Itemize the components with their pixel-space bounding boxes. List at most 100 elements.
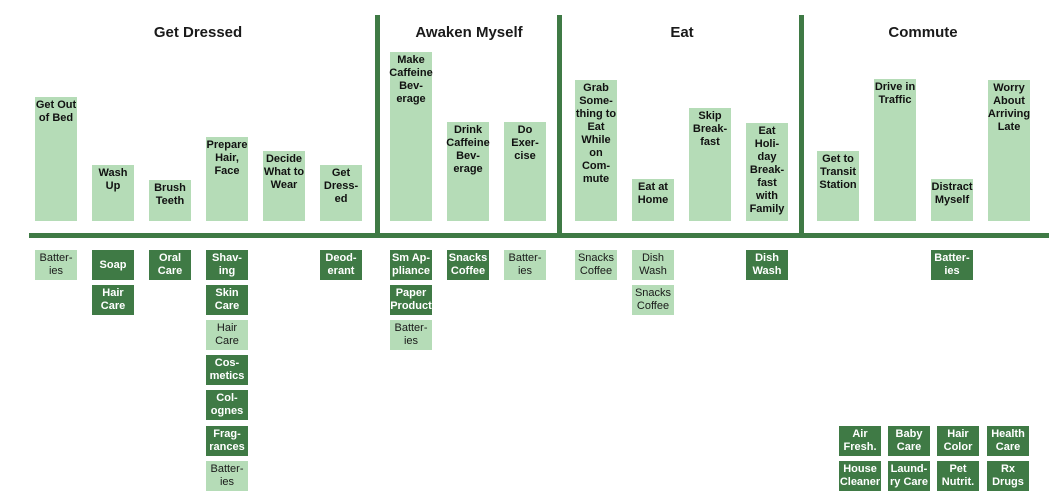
label-line: Distract (931, 181, 973, 193)
label-line: Teeth (155, 195, 185, 207)
label-line: Batter- (934, 252, 970, 264)
label-line: ies (48, 265, 64, 277)
timeline-bar (29, 233, 1049, 238)
phase-divider (375, 15, 380, 235)
label-line: Fresh. (843, 441, 877, 453)
label-line: Prepare (206, 139, 248, 151)
label-line: Eat (758, 125, 776, 137)
label-line: Some- (579, 95, 613, 107)
label-line: Wash (639, 265, 667, 277)
label-line: Dish (755, 252, 779, 264)
label-line: Sm Ap- (391, 252, 431, 264)
category-tile: Shav-ing (206, 250, 248, 280)
label-line: Batter- (508, 252, 542, 264)
label-line: Wash (98, 167, 128, 179)
phase-title: Get Dressed (153, 24, 243, 41)
label-line: rances (209, 441, 245, 453)
label-line: Batter- (210, 463, 244, 475)
category-tile: Batter-ies (206, 461, 248, 491)
label-line: Worry (993, 82, 1025, 94)
label-line: Cos- (214, 357, 240, 369)
category-tile: Col-ognes (206, 390, 248, 420)
label-line: Snacks (448, 252, 488, 264)
label-line: Wear (270, 179, 298, 191)
phase-divider (557, 15, 562, 235)
label-line: Cleaner (839, 476, 881, 488)
label-line: erage (396, 93, 426, 105)
label-line: Care (214, 300, 240, 312)
label-line: Caffeine (389, 67, 433, 79)
phase-divider (799, 15, 804, 235)
label-line: Eat at (638, 181, 668, 193)
category-tile: Laund-ry Care (888, 461, 930, 491)
label-line: Care (157, 265, 183, 277)
label-line: Myself (934, 194, 970, 206)
label-line: fast (757, 177, 777, 189)
category-tile: Batter-ies (35, 250, 77, 280)
label-line: Holi- (754, 138, 780, 150)
label-line: While (581, 134, 611, 146)
label-line: About (993, 95, 1025, 107)
label-line: Batter- (394, 322, 428, 334)
phase-title: Awaken Myself (415, 24, 523, 41)
label-line: Up (105, 180, 121, 192)
phase-title: Commute (888, 24, 958, 41)
label-line: Com- (581, 160, 611, 172)
label-line: What to (263, 166, 305, 178)
label-line: ies (944, 265, 960, 277)
label-line: Dress- (323, 180, 359, 192)
label-line: Deod- (325, 252, 357, 264)
label-line: Paper (395, 287, 427, 299)
category-tile: Batter-ies (931, 250, 973, 280)
label-line: metics (209, 370, 245, 382)
label-line: Air (852, 428, 868, 440)
label-line: Grab (583, 82, 609, 94)
label-line: ies (219, 476, 235, 488)
label-line: Coffee (579, 265, 613, 277)
label-line: Skin (215, 287, 239, 299)
label-line: Hair, (215, 152, 239, 164)
label-line: Get (331, 167, 351, 179)
label-line: Health (991, 428, 1025, 440)
label-line: Snacks (634, 287, 672, 299)
label-line: ry Care (890, 476, 928, 488)
label-line: Wash (752, 265, 782, 277)
label-line: Frag- (213, 428, 241, 440)
label-line: ies (517, 265, 533, 277)
label-line: fast (700, 136, 720, 148)
label-line: cise (514, 150, 536, 162)
label-line: Traffic (878, 94, 912, 106)
label-line: Color (943, 441, 973, 453)
label-line: Coffee (636, 300, 670, 312)
label-line: ies (403, 335, 419, 347)
label-line: Get Out (35, 99, 77, 111)
label-line: Care (215, 335, 239, 347)
label-line: Make (397, 54, 425, 66)
label-line: Col- (216, 392, 238, 404)
label-line: Family (749, 203, 785, 215)
label-line: Exer- (511, 137, 539, 149)
label-line: Brush (154, 182, 186, 194)
label-line: Station (819, 179, 857, 191)
